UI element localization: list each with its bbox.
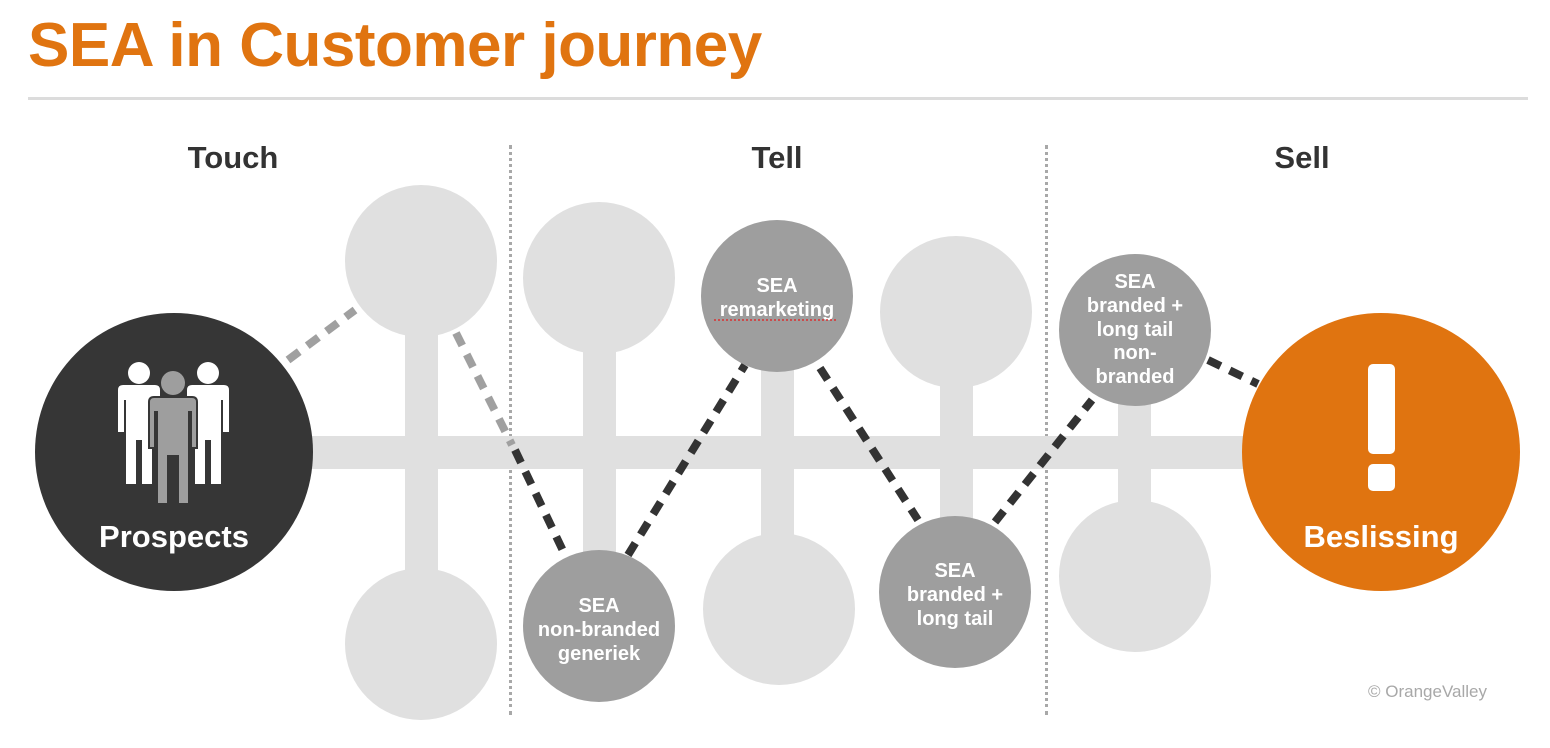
page-title: SEA in Customer journey: [28, 11, 762, 80]
stage-label-touch: Touch: [187, 140, 279, 175]
path-dark-4: [991, 397, 1096, 525]
path-dark-2: [624, 362, 749, 558]
stem-touch: [405, 300, 438, 600]
stage-divider-tell-sell: [1045, 145, 1048, 715]
node-tell2-top: SEA remarketing: [701, 220, 853, 372]
stage-label-tell: Tell: [751, 140, 803, 175]
stage-label-sell: Sell: [1274, 140, 1330, 175]
node-tell1-bottom-line-0: SEA: [578, 595, 619, 617]
node-touch-top: [345, 185, 497, 337]
node-tell1-top: [523, 202, 675, 354]
end-node-label: Beslissing: [1303, 519, 1458, 554]
node-sell-top-line-1: branded +: [1087, 295, 1183, 317]
stage-divider-touch-tell: [509, 145, 512, 715]
node-tell3-bottom-line-1: branded +: [907, 584, 1003, 606]
node-sell-top-line-0: SEA: [1114, 271, 1155, 293]
node-tell3-bottom-line-2: long tail: [917, 608, 994, 630]
path-light-2: [452, 331, 516, 447]
node-sell-top-line-4: branded: [1096, 366, 1175, 388]
node-tell1-bottom-line-1: non-branded: [538, 619, 660, 641]
node-tell2-bottom: [703, 533, 855, 685]
node-tell2-top-line-0: SEA: [756, 275, 797, 297]
node-tell1-bottom-line-2: generiek: [558, 643, 641, 665]
copyright-notice: © OrangeValley: [1368, 682, 1487, 701]
node-tell2-top-line-1: remarketing: [720, 299, 835, 321]
node-sell-top: SEA branded + long tail non- branded: [1059, 254, 1211, 406]
node-tell3-bottom-line-0: SEA: [934, 560, 975, 582]
node-tell3-bottom: SEA branded + long tail: [879, 516, 1031, 668]
exclamation-icon: [1368, 364, 1395, 491]
path-dark-3: [816, 365, 922, 523]
path-dark-1: [511, 448, 569, 557]
node-touch-bottom: [345, 568, 497, 720]
path-dark-5: [1206, 356, 1260, 388]
path-light-1: [285, 306, 358, 364]
people-group-icon: [118, 362, 229, 505]
node-sell-bottom: [1059, 500, 1211, 652]
node-sell-top-line-3: non-: [1113, 342, 1156, 364]
end-node-beslissing: Beslissing: [1242, 313, 1520, 591]
node-sell-top-line-2: long tail: [1097, 319, 1174, 341]
start-node-label: Prospects: [99, 519, 249, 554]
stem-tell1: [583, 320, 616, 580]
start-node-prospects: Prospects: [35, 313, 313, 591]
node-tell1-bottom: SEA non-branded generiek: [523, 550, 675, 702]
title-divider: [28, 97, 1528, 100]
node-tell3-top: [880, 236, 1032, 388]
